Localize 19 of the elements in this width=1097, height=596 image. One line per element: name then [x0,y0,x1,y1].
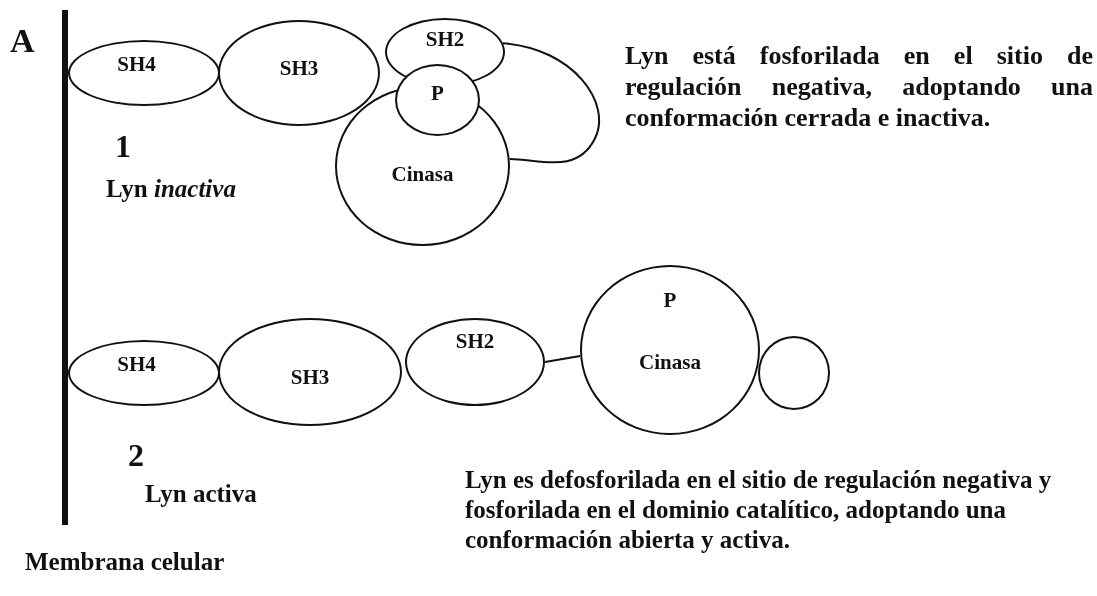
step-number: 2 [128,437,144,474]
domain-label: SH4 [117,351,156,377]
description-text: Lyn es defosforilada en el sitio de regulación negativa y fosforilada en el dominio catalítico, adoptando una conformación abierta y activa. [465,465,1053,555]
domain-label: Cinasa [639,349,701,375]
state-label: Lyn activa [145,480,257,508]
domain-label: SH4 [117,51,156,77]
domain-label: SH3 [290,364,330,390]
panel-letter: A [10,22,35,60]
connector-line [544,354,582,363]
domain-label: P [431,80,444,106]
state-label: Lyn inactiva [106,175,236,203]
domain-label: SH2 [425,26,465,52]
description-text: Lyn está fosforilada en el sitio de regulación negativa, adoptando una conformación cerrada e inactiva. [625,40,1093,134]
membrane-label: Membrana celular [25,548,225,576]
domain-label: Cinasa [391,161,454,187]
step-number: 1 [115,128,131,165]
domain-label: SH2 [455,328,495,354]
domain-label: SH3 [279,55,319,81]
domain-label: P [663,287,677,313]
